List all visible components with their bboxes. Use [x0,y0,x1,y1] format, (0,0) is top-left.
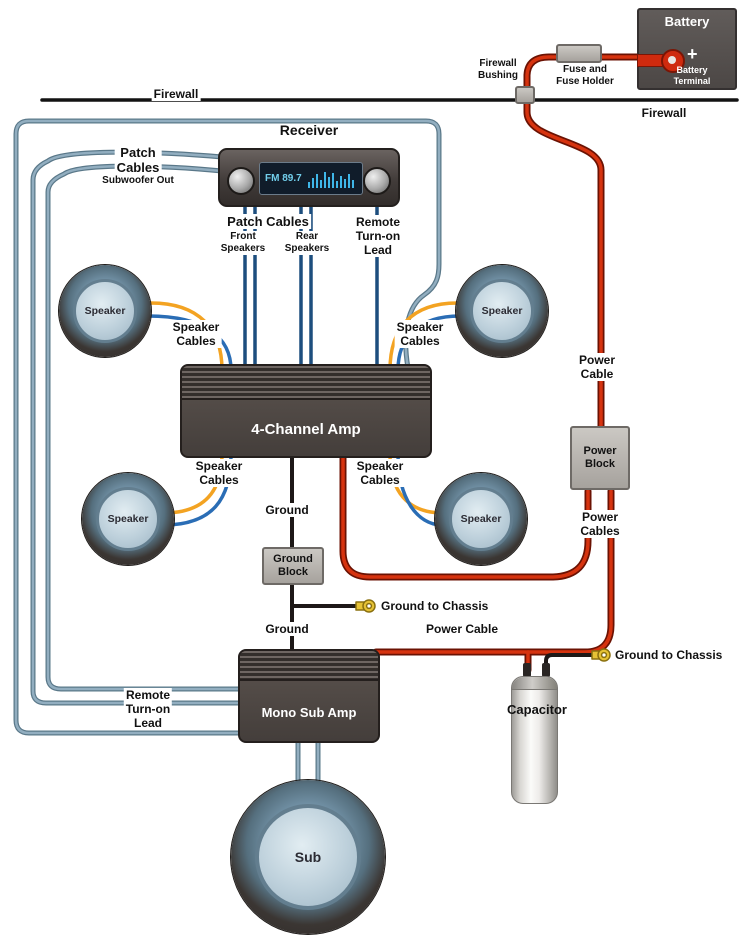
ground-wire-chassis-2 [544,653,594,676]
speaker-label: Speaker [95,486,161,552]
ground-lower-label: Ground [263,622,311,637]
fm-frequency: FM 89.7 [265,173,302,184]
capacitor-top-band [512,677,557,690]
ring-terminal-chassis-1 [355,599,376,613]
subwoofer-out-label: Subwoofer Out [100,175,176,187]
speaker-label: Speaker [469,278,535,344]
ground-upper-label: Ground [263,503,311,518]
ground-to-chassis-2-label: Ground to Chassis [613,648,725,663]
mono-sub-amp-label: Mono Sub Amp [261,704,357,720]
remote-turn-on-top-label: Remote Turn-on Lead [353,215,403,258]
front-speakers-label: Front Speakers [218,231,268,255]
power-cable-right-label: Power Cable [576,353,618,382]
mono-sub-amp: Mono Sub Amp [238,649,380,743]
ground-block: Ground Block [262,547,324,585]
fuse-holder-label: Fuse and Fuse Holder [554,64,616,88]
power-cable-mono [374,489,613,654]
subwoofer: Sub [231,780,385,934]
firewall-bushing-label: Firewall Bushing [476,58,520,82]
capacitor-label: Capacitor [507,702,567,717]
ground-to-chassis-1-label: Ground to Chassis [379,599,491,614]
sub-label: Sub [254,803,362,911]
remote-turn-on-bottom-label: Remote Turn-on Lead [123,688,173,731]
firewall-left-label: Firewall [151,87,201,102]
speaker-rear-right: Speaker [435,473,527,565]
battery-title: Battery [664,14,710,29]
speaker-label: Speaker [448,486,514,552]
capacitor-posts [523,663,550,677]
speaker-front-left: Speaker [59,265,151,357]
four-channel-amp: 4-Channel Amp [180,364,432,458]
power-cables-label: Power Cables [578,510,622,539]
terminal-hole [668,56,676,64]
volume-knob-icon [227,167,255,195]
speaker-rear-left: Speaker [82,473,174,565]
fuse-holder [556,44,602,63]
four-channel-amp-label: 4-Channel Amp [251,420,361,438]
power-cable-amp4 [341,448,590,579]
patch-cables-bottom-label: Patch Cables [225,214,311,230]
speaker-label: Speaker [72,278,138,344]
patch-cables-left-label: Patch Cables [114,145,162,176]
speaker-cables-fl-label: Speaker Cables [170,320,222,349]
firewall-right-label: Firewall [639,106,689,121]
battery-ring-terminal-icon [661,49,685,73]
tuner-knob-icon [363,167,391,195]
rear-speakers-label: Rear Speakers [282,231,332,255]
speaker-cables-rl-label: Speaker Cables [193,459,245,488]
amp-heatsink-fins [182,366,430,400]
receiver-display: FM 89.7 [259,162,363,195]
battery: Battery + Battery Terminal [637,8,737,90]
capacitor [511,676,558,804]
power-cable-mid-label: Power Cable [423,622,501,637]
remote-turn-on-wire [14,119,441,735]
receiver: FM 89.7 [218,148,400,207]
spectrum-bars-icon [307,170,357,188]
ring-terminal-chassis-2 [591,648,611,662]
amp-heatsink-fins [240,651,378,681]
battery-terminal-label: Battery Terminal [673,65,711,86]
receiver-label: Receiver [279,122,339,138]
speaker-cables-rr-label: Speaker Cables [354,459,406,488]
firewall-bushing [515,86,535,104]
power-block: Power Block [570,426,630,490]
power-cable-main [525,55,642,429]
battery-plus-sign: + [687,44,698,64]
speaker-cables-fr-label: Speaker Cables [394,320,446,349]
speaker-front-right: Speaker [456,265,548,357]
